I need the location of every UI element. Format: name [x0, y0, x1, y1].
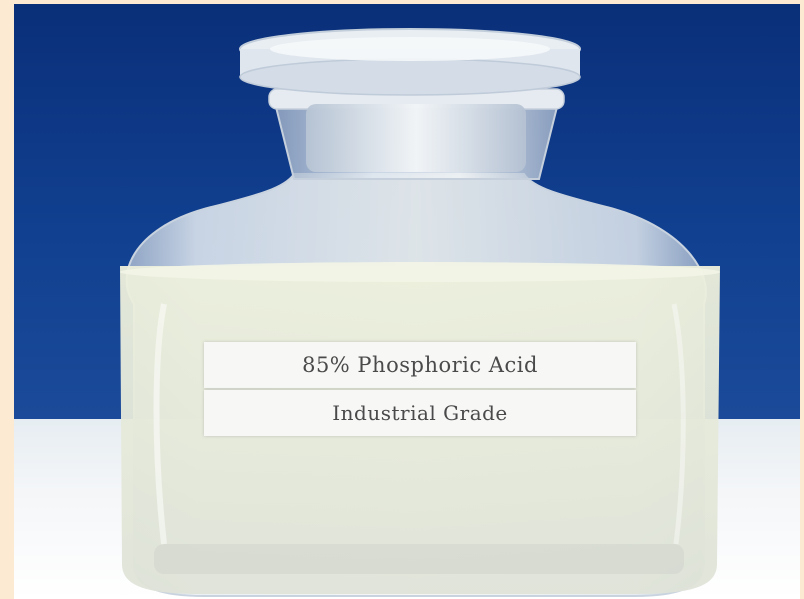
bottle-label-grade: Industrial Grade — [204, 390, 636, 436]
bottle-label-product: 85% Phosphoric Acid — [204, 342, 636, 388]
product-photo: 85% Phosphoric Acid Industrial Grade — [14, 4, 800, 599]
glass-bottle — [120, 28, 720, 597]
